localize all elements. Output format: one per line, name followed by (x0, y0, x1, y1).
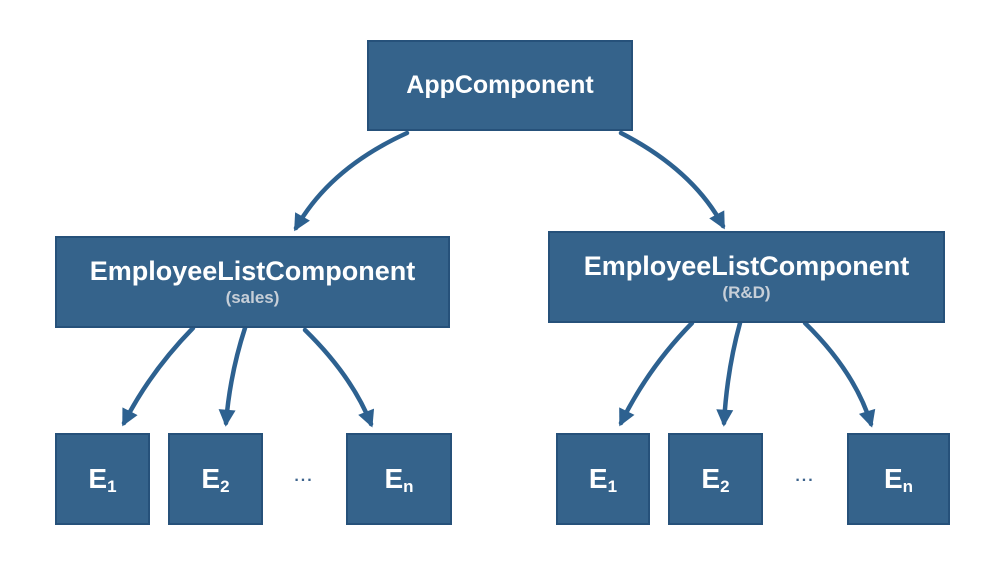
node-employee-rnd-1: E1 (556, 433, 650, 525)
node-employeelist-rnd: EmployeeListComponent (R&D) (548, 231, 945, 323)
node-appcomponent: AppComponent (367, 40, 633, 131)
node-employeelist-sales: EmployeeListComponent (sales) (55, 236, 450, 328)
employee-subscript: 1 (107, 477, 117, 496)
employee-base: E (588, 463, 608, 494)
node-employeelist-sales-sublabel: (sales) (225, 287, 280, 307)
arrow-rnd-to-en (802, 320, 876, 428)
employee-base: E (701, 463, 721, 494)
arrow-rnd-to-e1 (618, 320, 695, 427)
employee-subscript: 2 (220, 477, 230, 496)
employee-label: E2 (701, 463, 729, 495)
employee-subscript: 1 (607, 477, 618, 496)
employee-label: E1 (88, 463, 116, 495)
node-appcomponent-label: AppComponent (406, 71, 594, 100)
arrow-sales-to-en (302, 327, 375, 428)
arrow-app-to-sales (293, 130, 410, 232)
node-employeelist-rnd-sublabel: (R&D) (722, 282, 771, 302)
arrow-app-to-rnd (618, 130, 726, 230)
employee-base: E (201, 463, 221, 494)
employee-label: E2 (201, 463, 229, 495)
arrow-sales-to-e2 (218, 325, 248, 427)
arrow-rnd-to-e2 (716, 320, 743, 427)
employee-base: E (88, 463, 108, 494)
employee-label: En (884, 463, 913, 495)
ellipsis-rnd: ... (795, 468, 815, 485)
employee-subscript: n (902, 477, 914, 496)
employee-subscript: 2 (720, 477, 730, 496)
node-employeelist-rnd-label: EmployeeListComponent (583, 250, 910, 281)
node-employee-sales-1: E1 (55, 433, 150, 525)
employee-base: E (883, 463, 903, 494)
ellipsis-sales: ... (294, 468, 314, 485)
arrow-sales-to-e1 (121, 325, 196, 427)
node-employee-sales-n: En (346, 433, 452, 525)
node-employee-sales-2: E2 (168, 433, 263, 525)
employee-subscript: n (403, 477, 414, 496)
employee-label: En (384, 463, 413, 495)
node-employeelist-sales-label: EmployeeListComponent (89, 255, 416, 286)
node-employee-rnd-2: E2 (668, 433, 763, 525)
node-employee-rnd-n: En (847, 433, 950, 525)
employee-label: E1 (589, 463, 617, 495)
employee-base: E (384, 463, 404, 494)
